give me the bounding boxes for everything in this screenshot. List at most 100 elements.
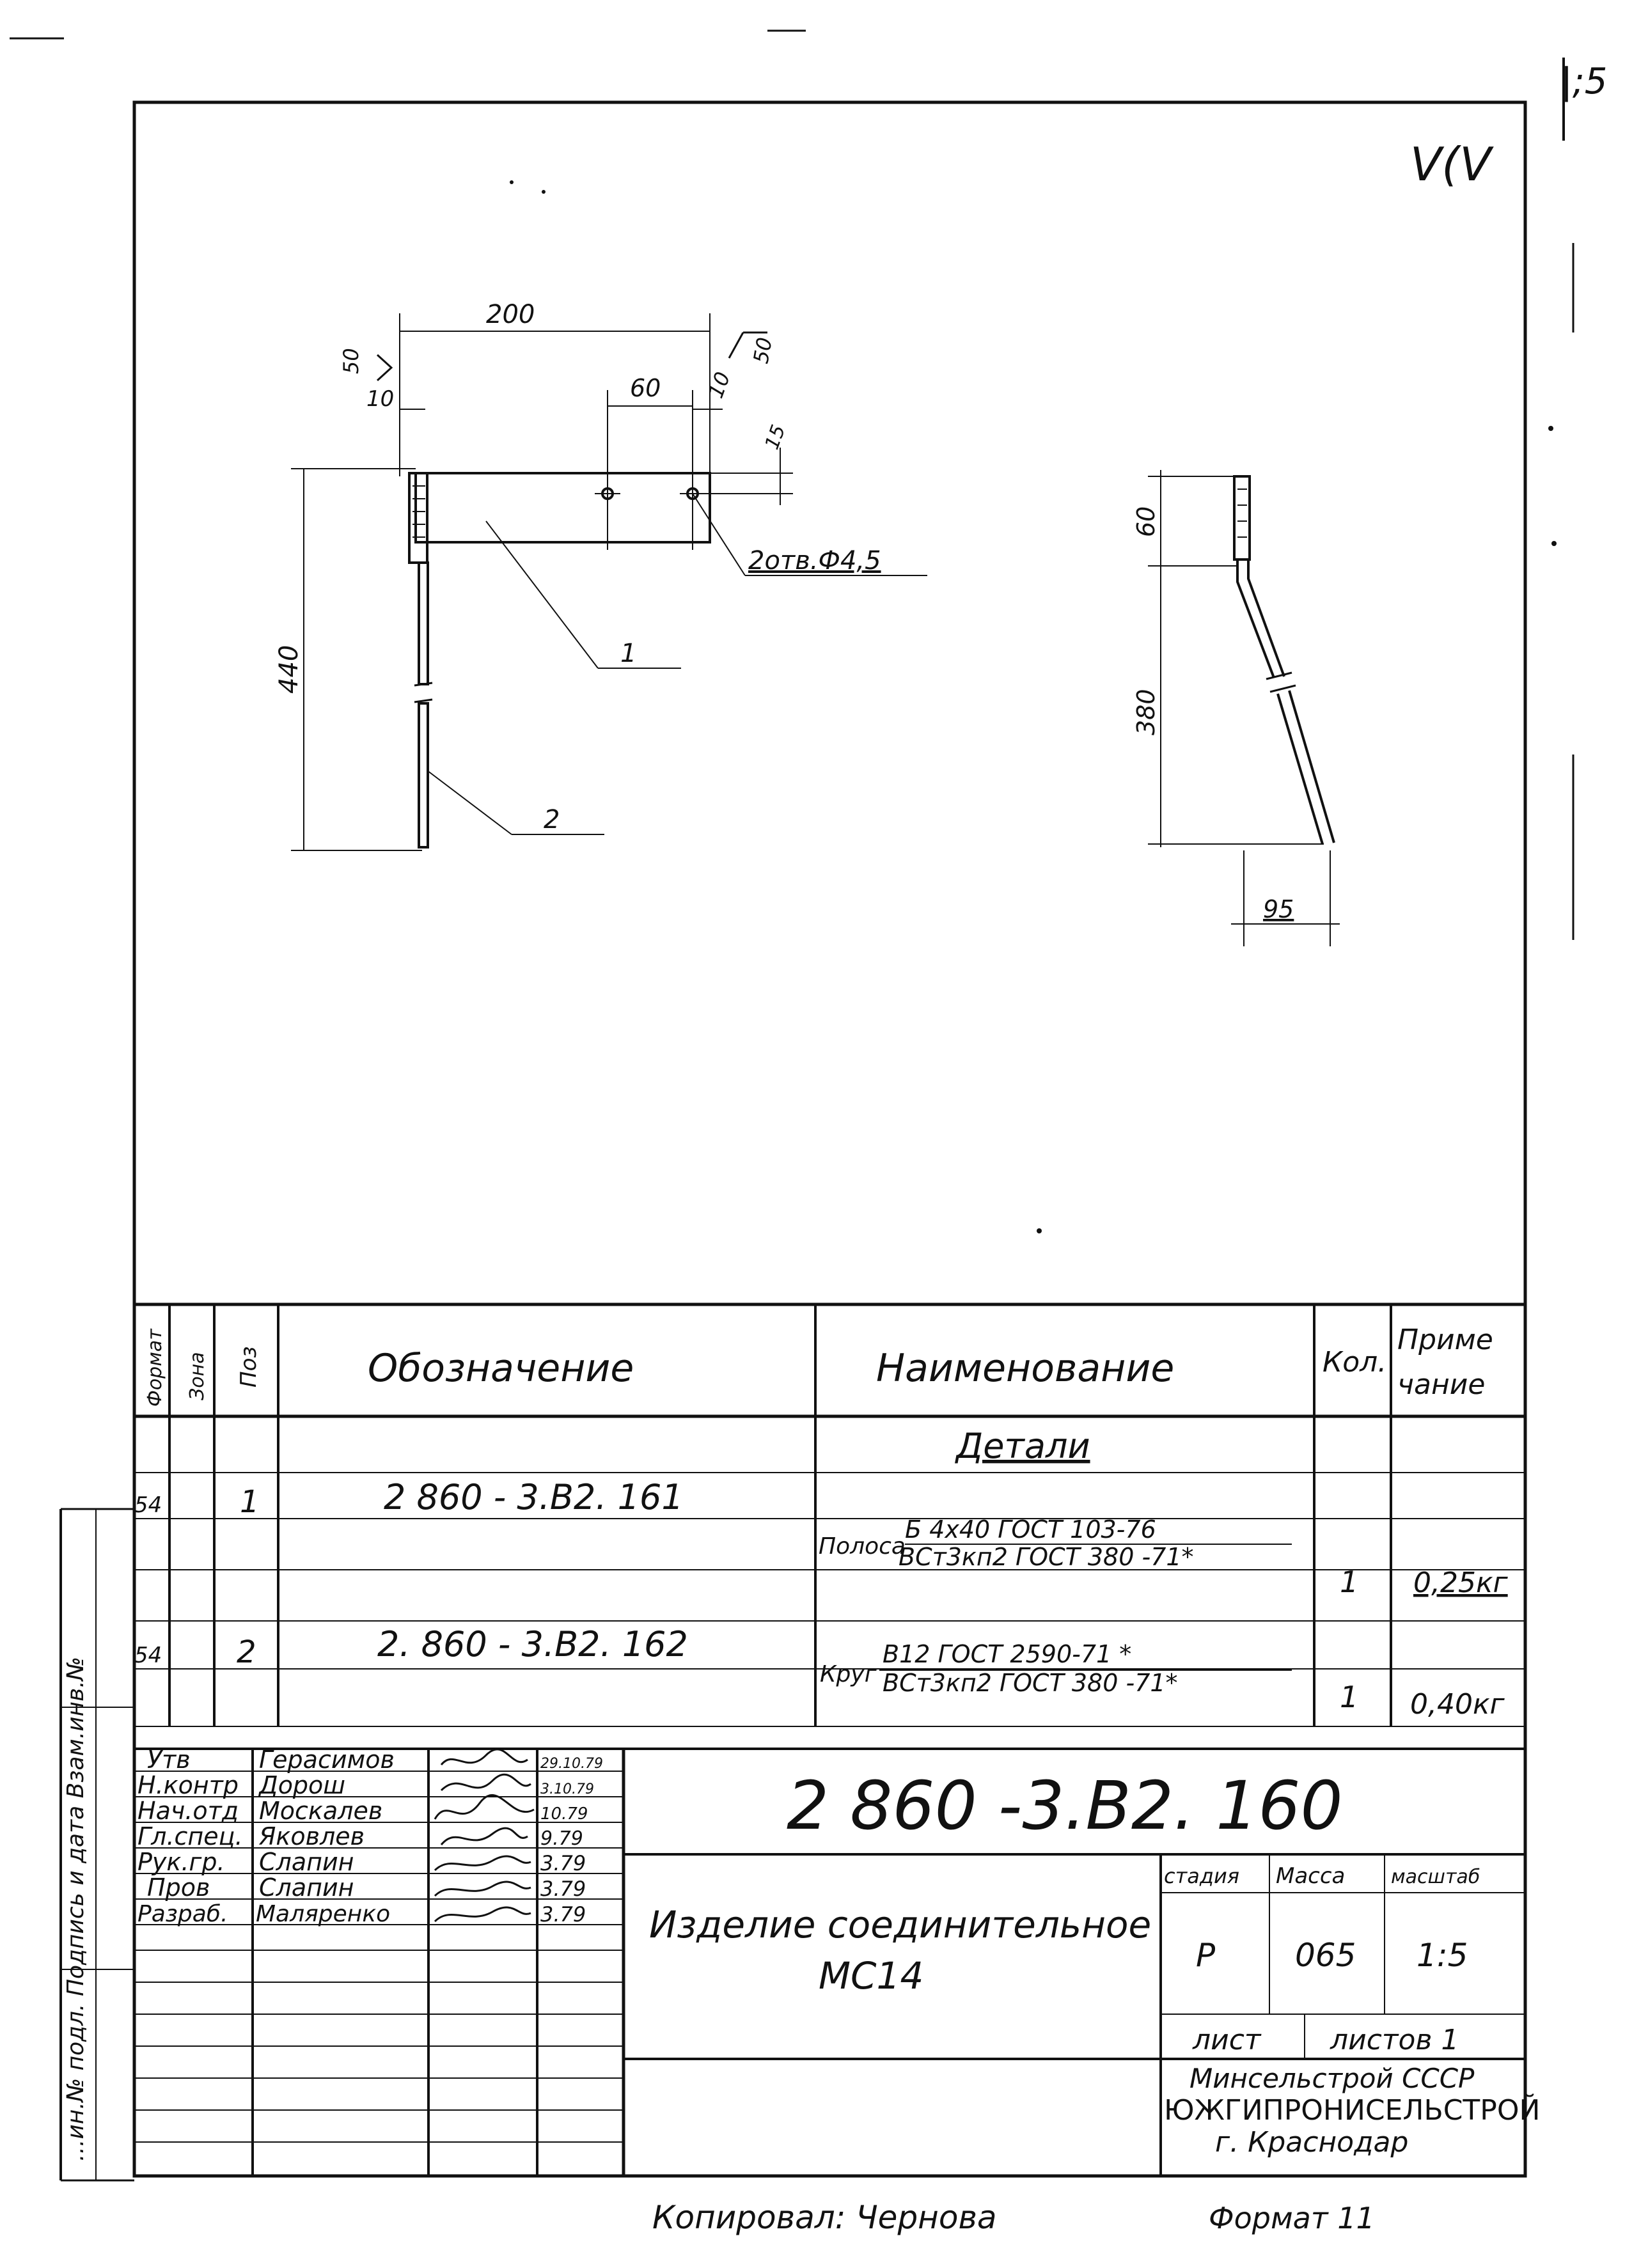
left-side-strip: ...ин.№ подл. Подпись и дата Взам.инв.№ [59,1508,134,2182]
signer-name: Слапин [259,1873,354,1902]
signer-date: 3.79 [540,1877,586,1901]
table-row: 54 1 2 860 - 3.В2. 161 Полоса Б 4х40 ГОС… [134,1477,1509,1599]
side-weld-block [1233,475,1251,561]
stage-label: стадия [1164,1864,1239,1888]
copied-by: Копировал: Чернова [652,2199,997,2236]
sheet-label: лист [1192,2024,1262,2056]
dim-hole-spacing: 60 [630,374,661,402]
mass-label: Масса [1276,1863,1345,1889]
org-line3: г. Краснодар [1215,2126,1408,2159]
header-name: Наименование [876,1346,1174,1391]
signer-role: Разраб. [137,1901,228,1927]
signer-row: Н.контр Дорош 3.10.79 [137,1771,594,1799]
row-2-name-bottom: ВСт3кп2 ГОСТ 380 -71* [883,1669,1178,1697]
signer-role: Нач.отд [137,1797,239,1825]
signer-date: 3.79 [540,1851,586,1875]
format-label: Формат 11 [1209,2201,1375,2235]
row-1-designation: 2 860 - 3.В2. 161 [384,1477,684,1517]
signer-date: 3.10.79 [540,1781,594,1797]
signer-date: 3.79 [540,1902,586,1927]
section-title: Детали [955,1426,1090,1466]
front-view: 200 10 50 60 10 50 15 2отв.Ф4,5 440 [274,300,927,851]
header-note-2: чание [1397,1368,1485,1401]
row-1-note: 0,25кг [1413,1567,1509,1599]
hole-note: 2отв.Ф4,5 [748,546,881,575]
callout-2: 2 [544,805,560,834]
table-row: 54 2 2. 860 - 3.В2. 162 Круг В12 ГОСТ 25… [134,1624,1505,1721]
header-qty: Кол. [1323,1346,1386,1379]
row-1-qty: 1 [1340,1565,1358,1599]
signer-role: Н.контр [137,1771,239,1799]
dim-edge-left: 10 [366,386,394,412]
side-rod-upper [1236,559,1275,678]
header-designation: Обозначение [368,1346,634,1391]
header-note-1: Приме [1397,1324,1493,1356]
row-2-format: 54 [134,1643,162,1668]
signer-name: Яковлев [258,1822,365,1850]
signer-role: Рук.гр. [137,1848,225,1876]
signer-date: 10.79 [540,1804,588,1824]
signer-name: Москалев [259,1797,382,1825]
side-dim-rod: 380 [1132,689,1160,735]
sheets-label: листов 1 [1330,2024,1459,2056]
corner-mark-top-right: V(V [1410,137,1491,191]
side-strip-text: ...ин.№ подл. Подпись и дата Взам.инв.№ [63,1657,89,2161]
row-1-pos: 1 [240,1484,260,1520]
row-1-format: 54 [134,1492,162,1518]
row-2-note: 0,40кг [1410,1688,1505,1721]
dim-height: 440 [274,645,304,694]
strip-plate [414,472,711,544]
doc-number: 2 860 -3.В2. 160 [787,1767,1343,1845]
dim-edge-right: 10 [703,368,735,401]
signer-row: Гл.спец. Яковлев 9.79 [137,1822,583,1850]
signer-row: Утв Герасимов 29.10.79 [147,1746,603,1774]
row-2-name-top: В12 ГОСТ 2590-71 * [883,1640,1131,1668]
dim-overall-width: 200 [486,300,535,329]
signer-date: 29.10.79 [540,1756,603,1772]
row-1-name-bottom: ВСт3кп2 ГОСТ 380 -71* [899,1543,1194,1571]
signer-name: Слапин [259,1848,354,1876]
signer-row: Рук.гр. Слапин 3.79 [137,1848,586,1876]
row-2-designation: 2. 860 - 3.В2. 162 [377,1624,688,1664]
header-pos: Поз [236,1347,262,1388]
row-2-name-prefix: Круг [820,1661,877,1687]
signer-role: Утв [147,1746,191,1774]
title-block: Утв Герасимов 29.10.79 Н.контр Дорош 3.1… [134,1746,1540,2176]
header-format: Формат [144,1328,166,1407]
signer-role: Гл.спец. [137,1822,243,1850]
signer-row: Нач.отд Москалев 10.79 [137,1797,588,1825]
signer-name: Маляренко [256,1901,390,1927]
signature-marks [434,1748,535,1923]
dim-weld-left: 50 [339,348,363,374]
row-2-qty: 1 [1340,1680,1358,1714]
signer-name: Герасимов [259,1746,395,1774]
row-2-pos: 2 [237,1634,256,1670]
signer-date: 9.79 [540,1827,583,1850]
signer-role: Пров [147,1873,210,1902]
scale-label: масштаб [1391,1866,1480,1888]
rod-upper [418,561,429,685]
scale-value: 1:5 [1417,1937,1468,1974]
side-view: 60 380 95 [1132,470,1340,946]
callout-1: 1 [620,639,636,668]
header-zone: Зона [186,1352,208,1400]
org-line2: ЮЖГИПРОНИСЕЛЬСТРОЙ [1164,2093,1540,2127]
product-name-line1: Изделие соединительное [649,1903,1151,1946]
dim-weld-right: 50 [748,336,776,366]
signer-row: Разраб. Маляренко 3.79 [137,1901,586,1927]
side-dim-top: 60 [1132,506,1160,537]
side-rod-lower [1276,693,1324,845]
row-1-name-prefix: Полоса [819,1533,906,1560]
rod-lower [418,702,429,849]
mass-value: 065 [1295,1937,1356,1974]
drawing-frame [10,29,1574,2178]
stage-value: Р [1196,1937,1216,1974]
side-dim-offset: 95 [1263,895,1294,923]
signer-name: Дорош [258,1771,345,1799]
product-name-line2: МС14 [819,1954,923,1998]
org-line1: Минсельстрой СССР [1189,2063,1475,2094]
dim-hole-offset: 15 [761,422,790,453]
signer-row: Пров Слапин 3.79 [147,1873,586,1902]
